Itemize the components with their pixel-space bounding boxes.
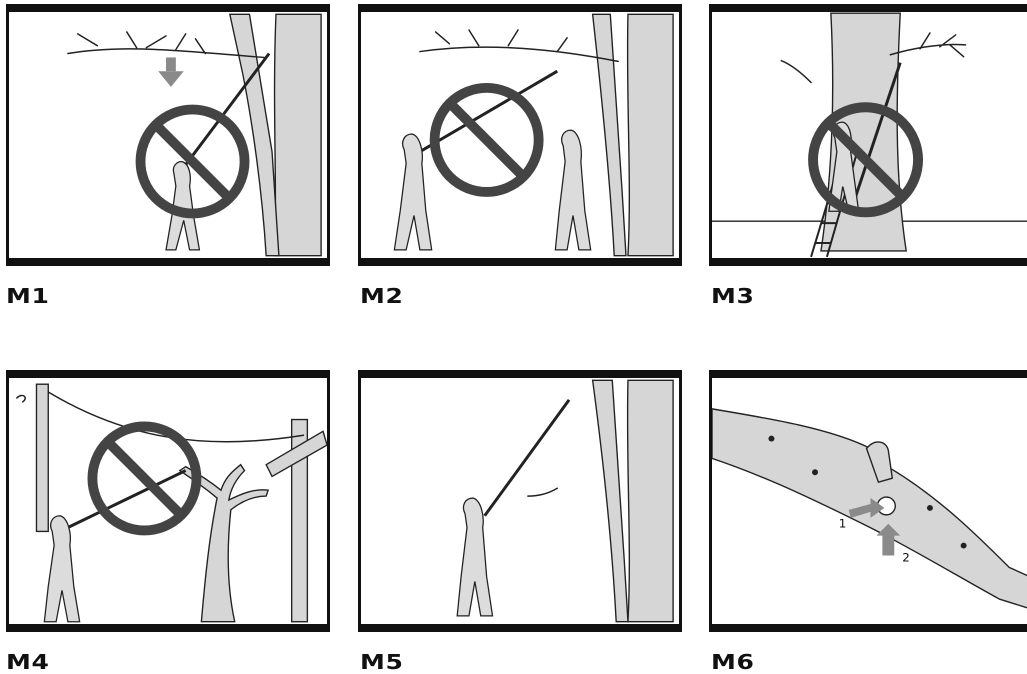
illustration-m6: 1 2 xyxy=(712,378,1027,624)
panel-m6: 1 2 xyxy=(709,370,1027,632)
prohibition-sign xyxy=(435,88,539,192)
figure-label-m6: M6 xyxy=(711,650,755,674)
callout-1: 1 xyxy=(839,517,847,531)
panel-m2 xyxy=(358,4,682,266)
illustration-m3 xyxy=(712,12,1027,258)
panel-m4 xyxy=(6,370,330,632)
figure-label-m2: M2 xyxy=(360,284,404,308)
panel-m3 xyxy=(709,4,1027,266)
figure-label-m4: M4 xyxy=(6,650,50,674)
panel-m5 xyxy=(358,370,682,632)
figure-label-m5: M5 xyxy=(360,650,404,674)
illustration-m5 xyxy=(361,378,679,624)
illustration-m4 xyxy=(9,378,327,624)
callout-2: 2 xyxy=(902,550,910,564)
figure-label-m1: M1 xyxy=(6,284,50,308)
illustration-m2 xyxy=(361,12,679,258)
prohibition-sign xyxy=(92,426,196,530)
prohibition-sign xyxy=(141,109,245,213)
figure-label-m3: M3 xyxy=(711,284,755,308)
panel-m1 xyxy=(6,4,330,266)
illustration-m1 xyxy=(9,12,327,258)
